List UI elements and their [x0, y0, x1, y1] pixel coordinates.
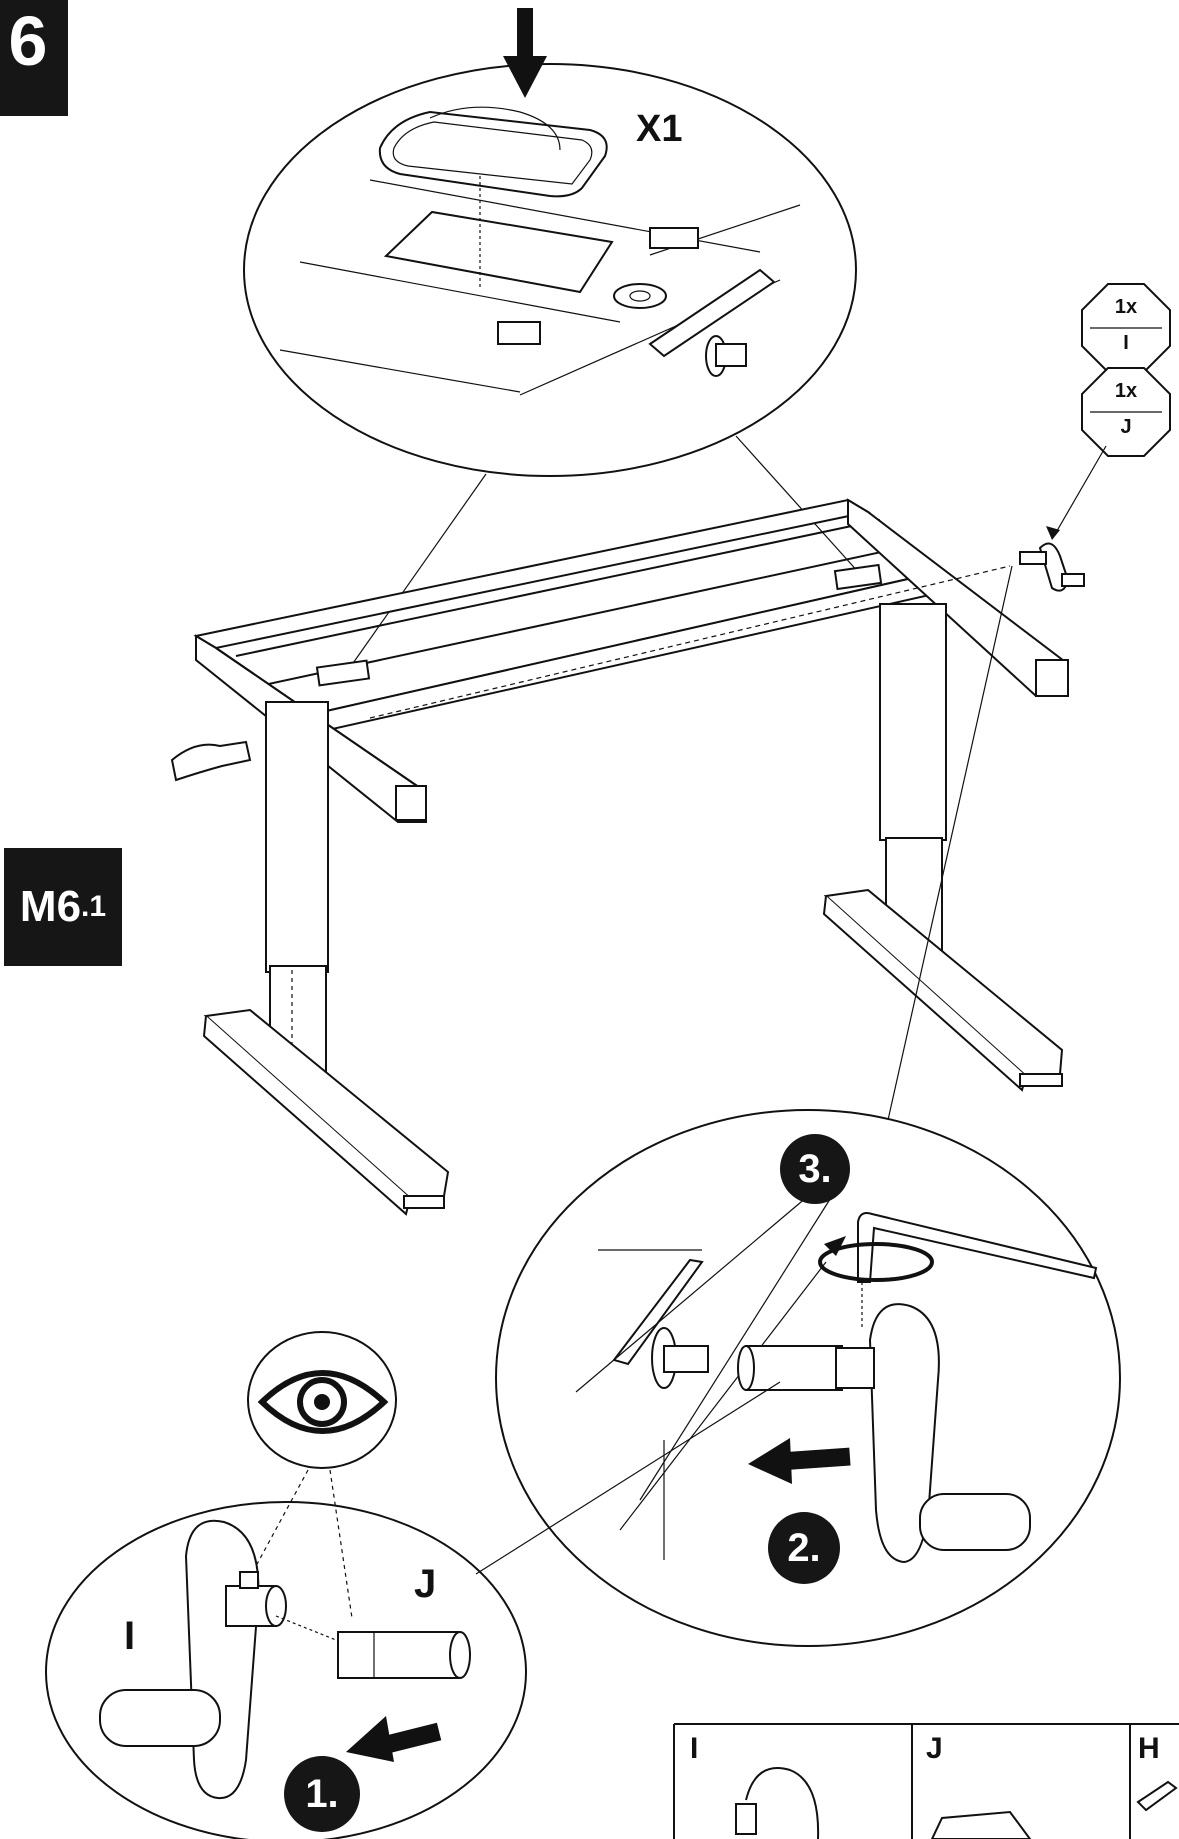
badge-qty-1: 1x — [1114, 296, 1138, 318]
parts-table-frame — [673, 1723, 1179, 1839]
cable-cover — [378, 106, 608, 198]
step-1-label: 1. — [305, 1771, 339, 1816]
step-2-badge: 2. — [768, 1512, 840, 1584]
badge-qty-2: 1x — [1114, 380, 1138, 402]
detail-circle-bottom-left — [45, 1501, 527, 1839]
table-col-i: I — [690, 1732, 699, 1765]
module-sub: .1 — [81, 890, 107, 923]
table-col-h: H — [1138, 1732, 1160, 1765]
arrow-left-icon — [346, 1716, 442, 1762]
desk-frame — [170, 498, 1085, 1216]
step-number-box: 6 — [0, 0, 68, 116]
arrow-left-icon — [748, 1438, 851, 1484]
detail-circle-bottom-right — [495, 1109, 1121, 1647]
table-col-j: J — [926, 1732, 943, 1765]
step-3-badge: 3. — [780, 1134, 850, 1204]
step-2-label: 2. — [787, 1525, 821, 1570]
parts-badge — [1081, 283, 1171, 457]
quantity-label: X1 — [636, 108, 683, 150]
badge-part-2: J — [1120, 416, 1132, 438]
module-badge: M6 .1 — [4, 848, 122, 966]
badge-part-1: I — [1123, 332, 1129, 354]
part-j-label: J — [414, 1562, 437, 1606]
step-number: 6 — [8, 2, 48, 80]
step-1-badge: 1. — [284, 1756, 360, 1832]
rotate-arrow-icon — [818, 1236, 934, 1282]
arrow-down-icon — [503, 8, 547, 98]
part-i-label: I — [124, 1614, 136, 1658]
eye-icon — [247, 1331, 397, 1469]
step-3-label: 3. — [798, 1146, 832, 1191]
detail-circle-top — [243, 63, 857, 477]
module-main: M6 — [19, 882, 82, 931]
